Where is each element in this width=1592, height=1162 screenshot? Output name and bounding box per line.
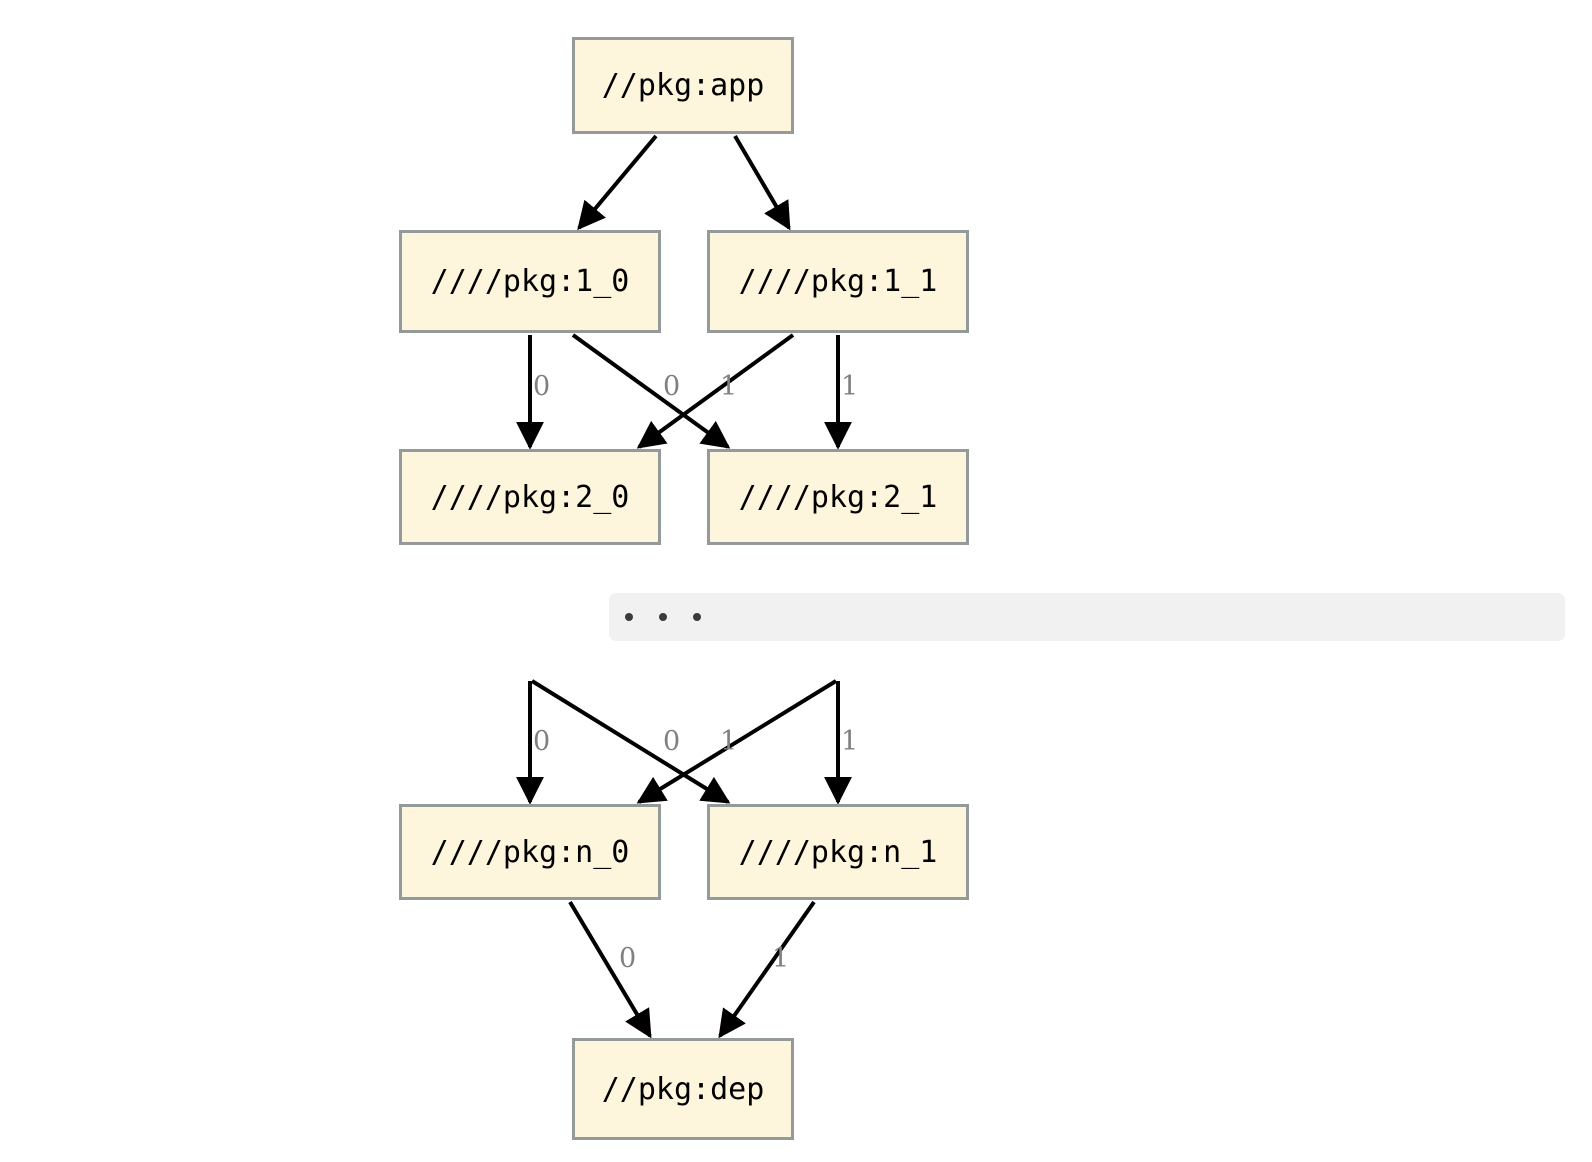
- edge-src-to-nn_0: [636, 679, 838, 804]
- edge-label: 1: [772, 943, 790, 974]
- ellipsis-dot: [659, 613, 667, 621]
- ellipsis-dot: [625, 613, 633, 621]
- edge-group: [516, 134, 852, 1039]
- ellipsis-separator: [609, 593, 1565, 641]
- node-label: ////pkg:1_0: [430, 264, 630, 299]
- edge-label: 0: [663, 726, 681, 757]
- node-label: ////pkg:2_1: [738, 479, 938, 515]
- node-n2_0[interactable]: ////pkg:2_0: [399, 449, 661, 545]
- edge-n1_1-to-n2_0: [636, 333, 795, 449]
- edge-label: 0: [533, 726, 551, 757]
- edge-src-to-nn_1: [530, 679, 731, 804]
- node-n2_1[interactable]: ////pkg:2_1: [707, 449, 969, 545]
- edge-label: 1: [720, 371, 738, 402]
- edge-app-to-n1_1: [733, 134, 791, 231]
- node-nn_1[interactable]: ////pkg:n_1: [707, 804, 969, 900]
- node-label: //pkg:app: [601, 68, 765, 103]
- node-label: ////pkg:1_1: [738, 264, 938, 299]
- node-label: //pkg:dep: [601, 1071, 765, 1107]
- node-label: ////pkg:n_1: [738, 834, 938, 870]
- ellipsis-dots: [625, 613, 701, 621]
- node-label: ////pkg:n_0: [430, 834, 630, 870]
- edge-nn_1-to-dep: [718, 900, 816, 1039]
- edge-n1_0-to-n2_1: [571, 333, 731, 449]
- ellipsis-dot: [693, 613, 701, 621]
- edge-label: 1: [841, 371, 859, 402]
- edge-nn_0-to-dep: [568, 900, 652, 1039]
- node-n1_0[interactable]: ////pkg:1_0: [399, 230, 661, 333]
- edge-label: 0: [533, 371, 551, 402]
- node-label: ////pkg:2_0: [430, 479, 630, 515]
- edge-label: 1: [720, 726, 738, 757]
- node-nn_0[interactable]: ////pkg:n_0: [399, 804, 661, 900]
- edge-label: 0: [663, 371, 681, 402]
- node-n1_1[interactable]: ////pkg:1_1: [707, 230, 969, 333]
- edge-label: 1: [841, 726, 859, 757]
- edge-label: 0: [619, 943, 637, 974]
- node-app[interactable]: //pkg:app: [572, 37, 794, 134]
- edge-app-to-n1_0: [577, 134, 658, 231]
- node-dep[interactable]: //pkg:dep: [572, 1038, 794, 1140]
